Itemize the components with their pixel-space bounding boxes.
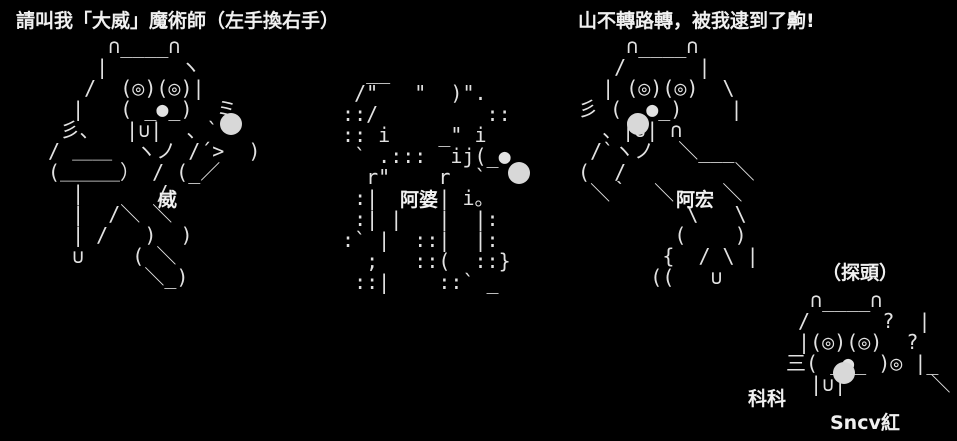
left-bear-ascii: ∩____∩ | ヽ / (◎)(◎)| | ( _●_) ミ 彡､ |∪| 、… <box>48 34 261 289</box>
peek-bear-nose <box>833 362 855 384</box>
granny-nose <box>508 162 530 184</box>
right-bear-nose <box>627 113 649 135</box>
label-ahhong: 阿宏 <box>676 189 715 211</box>
peek-bear-ascii: ∩____∩ / ? | |(◎)(◎) ? 三( _●_ )◎ |_ |∪| … <box>786 288 951 396</box>
label-wei: 威 <box>158 189 178 211</box>
left-bear-nose <box>220 113 242 135</box>
right-bear-ascii: ∩____∩ / | | (◎)(◎) \ 彡 ( _●_) | 、|∪| ∩ … <box>578 34 759 289</box>
granny-ascii: __ /" " )". ::/ :: :: i _" i ` .::: ij(_… <box>342 60 511 294</box>
label-peek: （探頭） <box>822 262 899 284</box>
signature: Sncv紅 <box>830 412 900 434</box>
right-caption: 山不轉路轉，被我逮到了齁! <box>578 10 815 32</box>
label-keke: 科科 <box>748 388 787 410</box>
left-caption: 請叫我「大威」魔術師（左手換右手） <box>16 10 340 32</box>
label-ahpo: 阿婆 <box>400 189 439 211</box>
